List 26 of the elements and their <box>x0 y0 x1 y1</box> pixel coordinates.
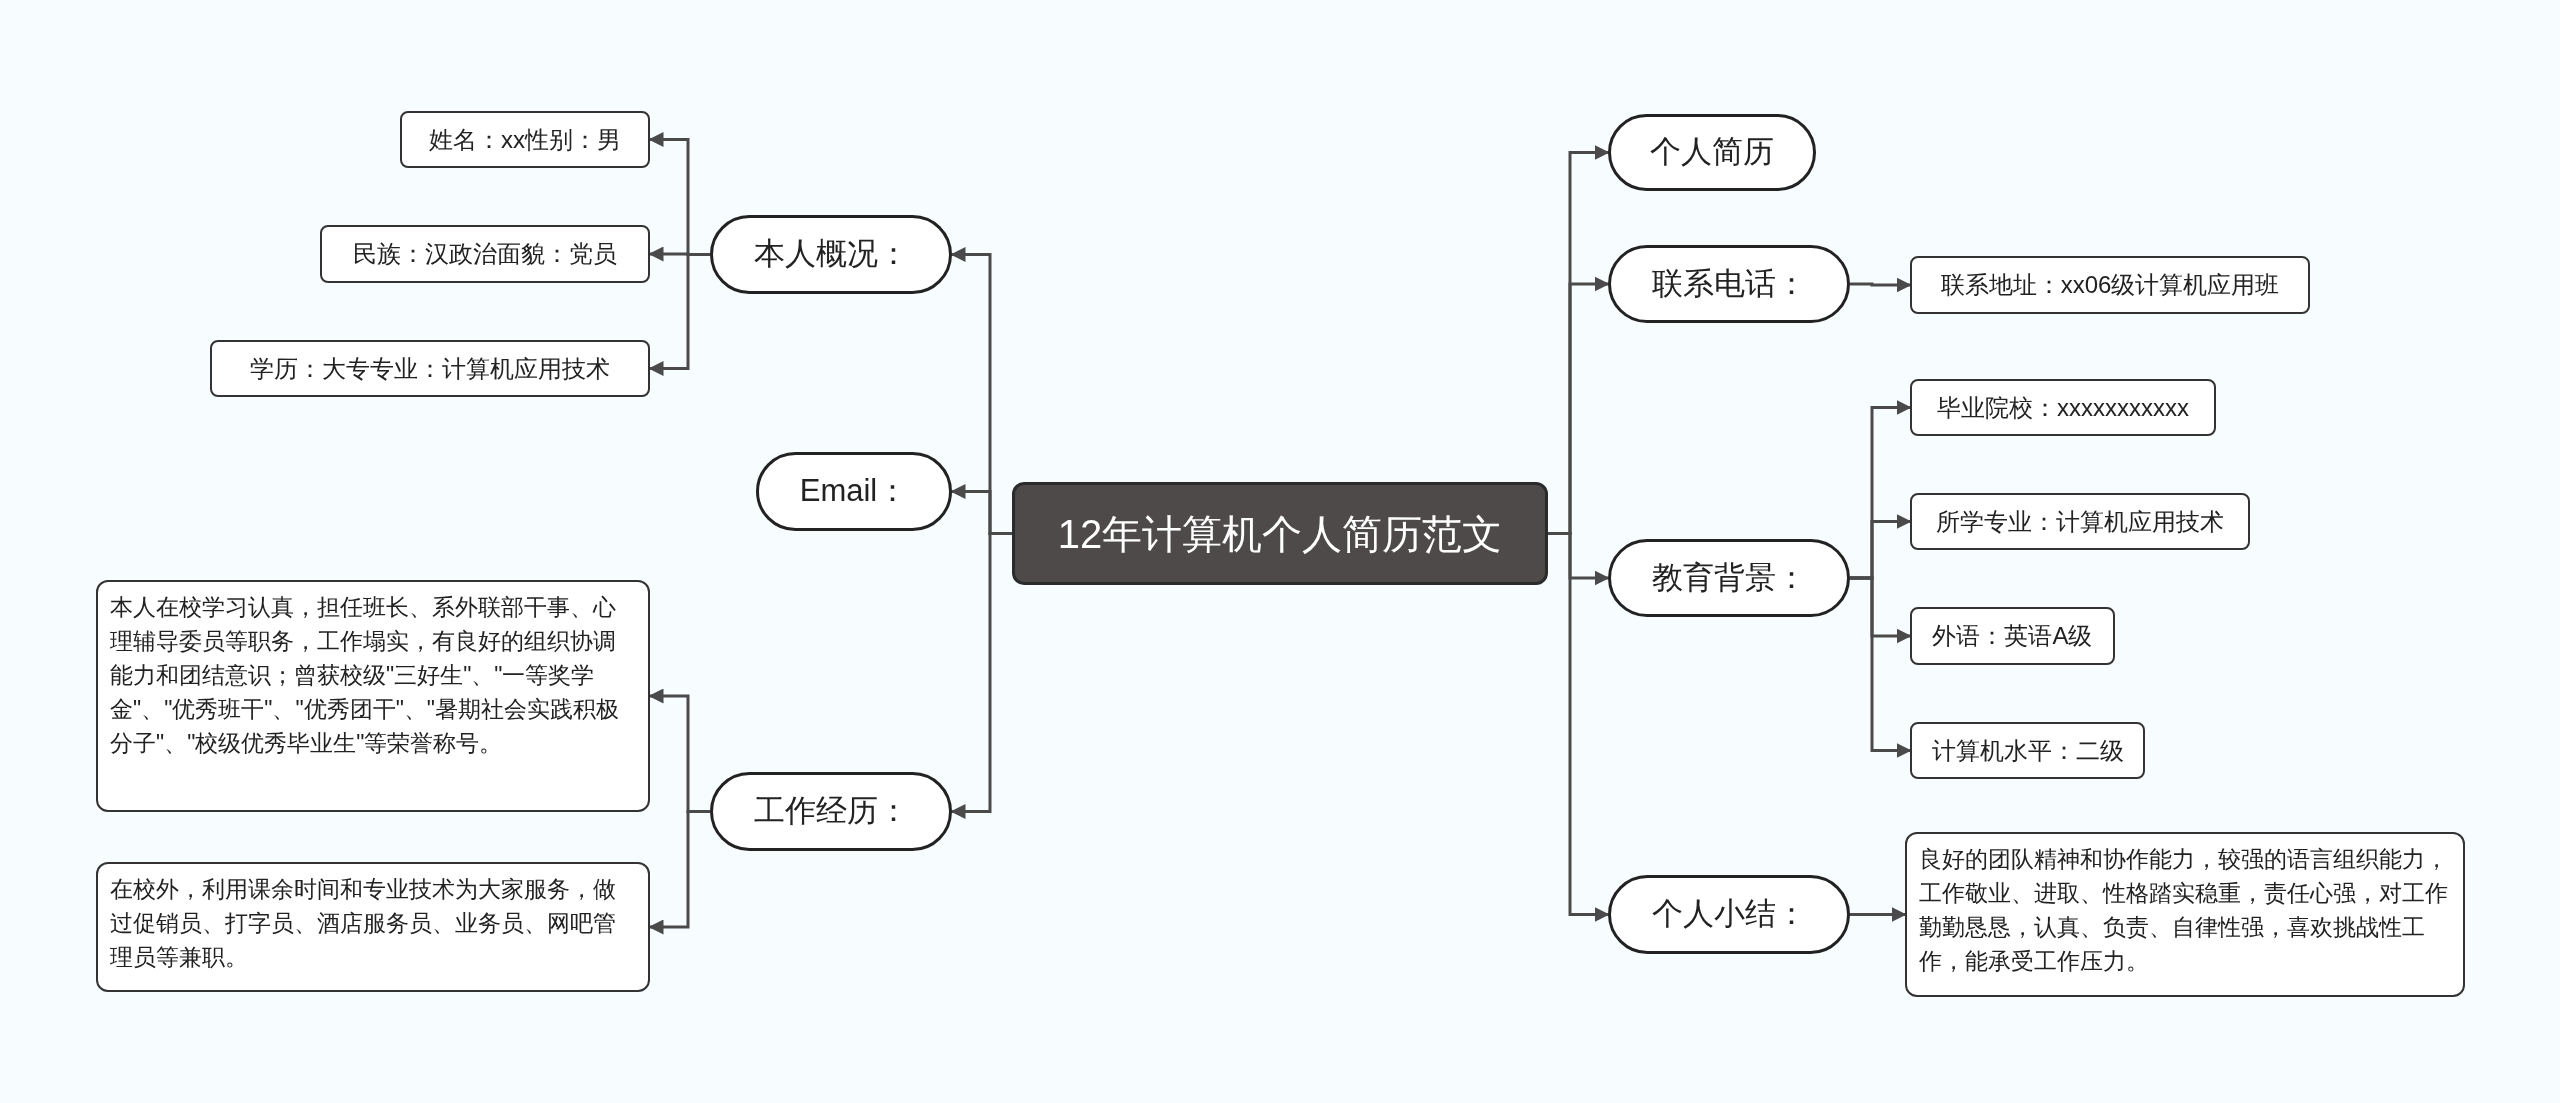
arrow <box>950 532 1012 819</box>
topic-node: 联系电话： <box>1608 245 1850 323</box>
detail-box: 联系地址：xx06级计算机应用班 <box>1910 256 2310 314</box>
detail-box: 外语：英语A级 <box>1910 607 2115 665</box>
topic-node: Email： <box>756 452 952 531</box>
detail-box: 姓名：xx性别：男 <box>400 111 650 168</box>
topic-node: 本人概况： <box>710 215 952 294</box>
arrow <box>1548 532 1610 922</box>
arrow <box>1850 277 1912 293</box>
detail-box: 学历：大专专业：计算机应用技术 <box>210 340 650 397</box>
text-box: 本人在校学习认真，担任班长、系外联部干事、心理辅导委员等职务，工作塌实，有良好的组织协调能力和团结意识；曾获校级"三好生"、"一等奖学金"、"优秀班干"、"优秀团干"、"暑期社会实践积极分子"、"校级优秀毕业生"等荣誉称号。 <box>96 580 650 812</box>
central-topic: 12年计算机个人简历范文 <box>1012 482 1548 585</box>
detail-box: 计算机水平：二级 <box>1910 722 2145 779</box>
arrow <box>648 253 710 376</box>
topic-node: 个人小结： <box>1608 875 1850 954</box>
arrow <box>1850 576 1912 758</box>
detail-box: 民族：汉政治面貌：党员 <box>320 225 650 283</box>
topic-node: 工作经历： <box>710 772 952 851</box>
detail-box: 毕业院校：xxxxxxxxxxx <box>1910 379 2216 436</box>
topic-node: 教育背景： <box>1608 539 1850 617</box>
topic-node: 个人简历 <box>1608 114 1816 191</box>
arrow <box>648 810 710 935</box>
detail-box: 所学专业：计算机应用技术 <box>1910 493 2250 550</box>
arrow <box>1850 907 1907 922</box>
text-box: 在校外，利用课余时间和专业技术为大家服务，做过促销员、打字员、酒店服务员、业务员、网吧管理员等兼职。 <box>96 862 650 992</box>
text-box: 良好的团队精神和协作能力，较强的语言组织能力，工作敬业、进取、性格踏实稳重，责任心强，对工作勤勤恳恳，认真、负责、自律性强，喜欢挑战性工作，能承受工作压力。 <box>1905 832 2465 997</box>
